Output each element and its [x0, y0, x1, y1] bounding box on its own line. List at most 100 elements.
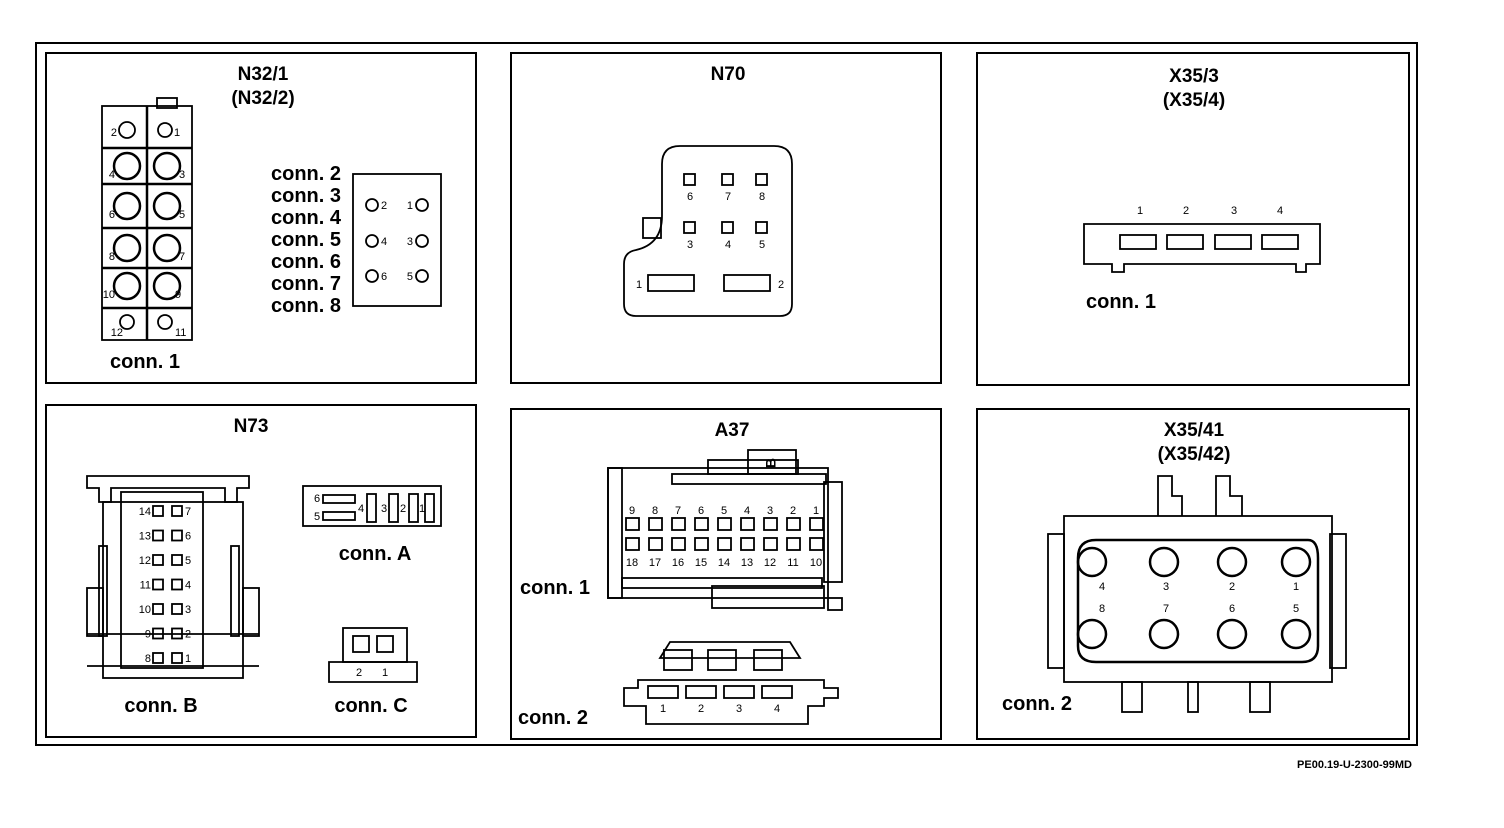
a37-conn1-pin-label: 7: [675, 505, 681, 517]
a37-conn1-pin: [717, 517, 732, 531]
n73-connB-pin: [171, 627, 183, 640]
a37-conn1-pin-label: 11: [787, 557, 798, 569]
n32-pin-label-11: 11: [175, 327, 186, 339]
x35-3-drawing: X35/3 (X35/4) 1 2 3 4 conn. 1: [1083, 66, 1321, 313]
x35-3-subtitle: (X35/4): [1163, 90, 1225, 111]
a37-conn2-pin-3: 3: [736, 703, 742, 715]
n73-connB-pin: [152, 505, 164, 517]
a37-conn1-label: conn. 1: [520, 577, 590, 599]
a37-conn2-pin-4: 4: [774, 703, 780, 715]
x35-41-pin-2: 2: [1229, 581, 1235, 593]
n32-title: N32/1: [238, 64, 289, 85]
a37-conn1-pin-label: 9: [629, 505, 635, 517]
n70-pin-1: 1: [636, 279, 642, 291]
n73-connB-pin-label: 1: [185, 653, 191, 665]
a37-conn1-connector: [607, 449, 843, 611]
n73-connB-pin: [152, 627, 164, 640]
x35-41-pin-4: 4: [1099, 581, 1105, 593]
n32-subtitle: (N32/2): [231, 88, 294, 109]
n32-conn-list-item: conn. 3: [271, 185, 341, 207]
n73-connB-pin-label: 11: [140, 580, 151, 592]
n32-small-pin-2: 2: [381, 200, 387, 212]
n73-connB-pin-label: 5: [185, 555, 191, 567]
n32-pin-label-6: 6: [109, 209, 115, 221]
x35-41-pin-6: 6: [1229, 603, 1235, 615]
n70-pin-3: 3: [687, 239, 693, 251]
a37-conn1-pin-label: 2: [790, 505, 796, 517]
n73-connB-pin-label: 6: [185, 531, 191, 543]
n70-pin-7: 7: [725, 191, 731, 203]
n70-title: N70: [711, 64, 746, 85]
n32-small-pin-4: 4: [381, 236, 387, 248]
n73-connA-pin-4: 4: [358, 503, 364, 515]
a37-conn1-pin: [740, 537, 755, 551]
n32-pin-2: [118, 121, 136, 139]
n32-pin-label-9: 9: [175, 289, 181, 301]
a37-conn2-label: conn. 2: [518, 707, 588, 729]
n73-connB-pin-label: 7: [185, 506, 191, 518]
n73-connA-pin-3: 3: [381, 503, 387, 515]
a37-conn1-pin-label: 8: [652, 505, 658, 517]
n73-connB-connector: [86, 475, 260, 679]
n73-connB-pin: [171, 505, 183, 517]
panel-n32: N32/1 (N32/2) 2 1 4 3: [45, 52, 477, 384]
n73-connB-pin-label: 14: [139, 506, 151, 518]
n73-connB-pin: [152, 578, 164, 591]
n73-connA-pin-2: 2: [400, 503, 406, 515]
a37-conn2-pin-2: 2: [698, 703, 704, 715]
n32-conn1-connector: [101, 97, 193, 341]
n32-pin-8: [112, 233, 142, 263]
n73-connB-pin: [171, 652, 183, 664]
n73-connA-pin-5: 5: [314, 511, 320, 523]
n73-connB-pin-label: 3: [185, 604, 191, 616]
x35-41-connector: [1047, 475, 1347, 713]
x35-41-pin-5: 5: [1293, 603, 1299, 615]
n73-connB-pin-label: 9: [145, 629, 151, 641]
n73-connB-pin: [171, 554, 183, 566]
n73-connB-pin: [152, 554, 164, 566]
n32-small-connector: [352, 173, 442, 307]
n32-pin-label-8: 8: [109, 251, 115, 263]
x35-3-pin-1: 1: [1137, 205, 1143, 217]
a37-conn1-pin: [648, 517, 663, 531]
n73-connA-pin-6: 6: [314, 493, 320, 505]
n73-title: N73: [234, 416, 269, 437]
n32-pin-7: [152, 233, 182, 263]
x35-3-pin-2: 2: [1183, 205, 1189, 217]
n32-pin-4: [112, 151, 142, 181]
n73-connB-pin-label: 8: [145, 653, 151, 665]
n32-conn-list-item: conn. 7: [271, 273, 341, 295]
n70-pin-6: 6: [687, 191, 693, 203]
n73-connC-label: conn. C: [334, 695, 407, 717]
x35-41-drawing: X35/41 (X35/42) 4 3 2 1 8 7 6 5: [1002, 420, 1347, 715]
n73-connA-pin-1: 1: [419, 503, 425, 515]
x35-41-pin-7: 7: [1163, 603, 1169, 615]
a37-title: A37: [715, 420, 750, 441]
a37-conn1-pin: [763, 537, 778, 551]
n70-connector: [623, 145, 793, 317]
x35-41-label: conn. 2: [1002, 693, 1072, 715]
n32-conn-list-item: conn. 5: [271, 229, 341, 251]
n32-pin-6: [112, 191, 142, 221]
n32-conn-list-item: conn. 6: [271, 251, 341, 273]
n32-pin-3: [152, 151, 182, 181]
n73-connB-pin: [171, 578, 183, 591]
a37-conn1-pin: [671, 537, 686, 551]
a37-conn1-pin: [694, 537, 709, 551]
a37-conn1-pin-label: 15: [695, 557, 707, 569]
n32-pin-label-10: 10: [103, 289, 115, 301]
panel-x35-3: X35/3 (X35/4) 1 2 3 4 conn. 1: [976, 52, 1410, 386]
panel-n70: N70 6 7 8 3 4 5 1 2: [510, 52, 942, 384]
x35-41-pin-3: 3: [1163, 581, 1169, 593]
a37-conn1-pin: [671, 517, 686, 531]
a37-conn1-pin-label: 4: [744, 505, 750, 517]
x35-3-pin-4: 4: [1277, 205, 1283, 217]
x35-41-pin-1: 1: [1293, 581, 1299, 593]
a37-conn1-pin-label: 5: [721, 505, 727, 517]
